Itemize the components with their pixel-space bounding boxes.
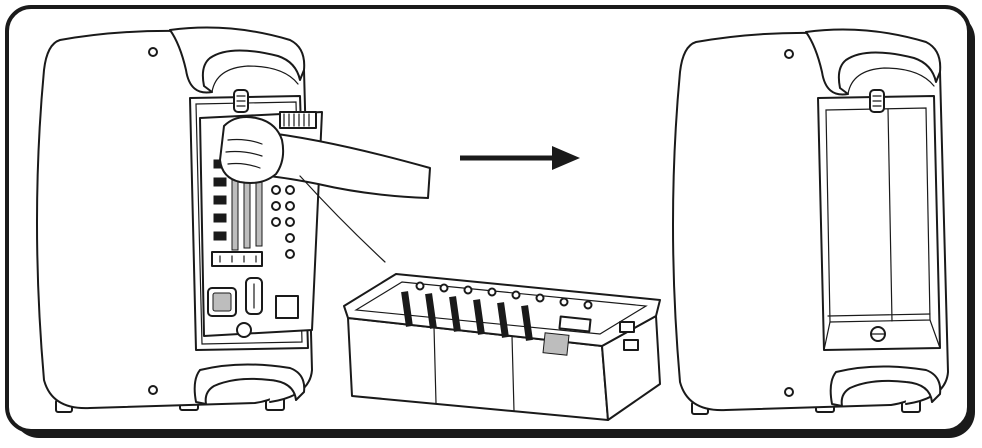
left-speaker-top-handle (169, 26, 306, 94)
hand-pulling-mixer (219, 116, 431, 263)
right-speaker-top-handle (805, 28, 942, 96)
mixer-knobs (415, 281, 593, 310)
right-speaker-latch-knob (869, 89, 885, 113)
power-section (207, 277, 299, 338)
left-speaker-bottom-handle (193, 363, 306, 405)
hand (219, 116, 285, 184)
left-speaker-screw (148, 385, 158, 395)
right-speaker-screw (784, 49, 794, 59)
right-speaker-bottom-handle (829, 365, 942, 407)
right-arrow (460, 146, 580, 170)
left-speaker-screw (148, 47, 158, 57)
detached-mixer (343, 273, 661, 421)
vent-grill (279, 111, 317, 129)
mixer-master-section (542, 315, 639, 356)
right-speaker-empty-bay (817, 95, 941, 351)
left-speaker-latch-knob (233, 89, 249, 113)
right-speaker-screw (784, 387, 794, 397)
mixer-faders (401, 291, 533, 341)
arm (261, 131, 431, 199)
right-speaker (672, 28, 949, 415)
